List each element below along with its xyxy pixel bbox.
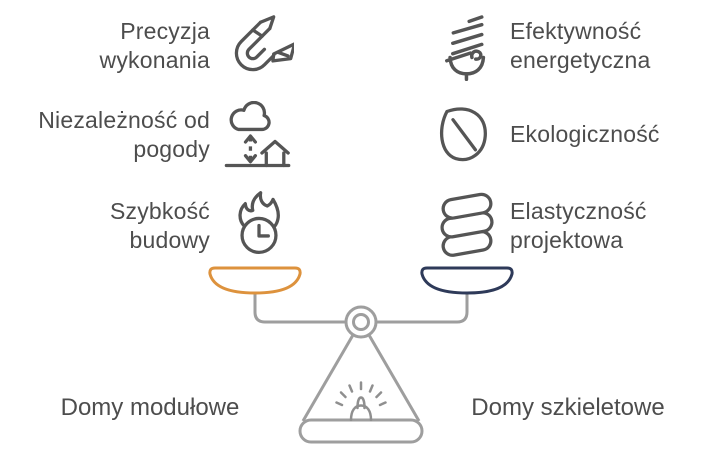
feature-line: wykonania xyxy=(99,47,210,73)
leaf-icon xyxy=(430,100,500,170)
scale-pivot-inner xyxy=(352,313,370,331)
feature-line: Szybkość xyxy=(109,198,210,224)
feature-elastycznosc-projektowa-label: Elastyczność projektowa xyxy=(510,197,647,255)
left-side-label: Domy modułowe xyxy=(60,394,240,421)
balance-scale xyxy=(195,258,527,453)
feature-line: energetyczna xyxy=(510,47,651,73)
feature-line: Ekologiczność xyxy=(510,121,660,147)
weather-independence-icon xyxy=(222,101,292,171)
feature-line: pogody xyxy=(133,136,210,162)
feature-line: Niezależność od xyxy=(38,107,210,133)
feature-line: projektowa xyxy=(510,227,624,253)
scale-base xyxy=(298,418,424,444)
energy-saving-bulb-icon xyxy=(432,11,502,81)
feature-szybkosc-budowy-label: Szybkość budowy xyxy=(110,197,210,255)
feature-line: Elastyczność xyxy=(510,198,647,224)
precision-tool-icon xyxy=(224,12,294,82)
scale-leg-right xyxy=(367,334,421,422)
spring-flexibility-icon xyxy=(432,192,502,262)
feature-ekologicznosc-label: Ekologiczność xyxy=(510,120,660,149)
scale-gauge-ornament xyxy=(335,381,387,422)
scale-right-pan xyxy=(420,266,514,295)
build-speed-flame-clock-icon xyxy=(224,190,294,260)
scale-leg-left xyxy=(301,334,355,422)
feature-line: budowy xyxy=(129,227,210,253)
feature-precyzja-wykonania-label: Precyzja wykonania xyxy=(100,17,210,75)
feature-efektywnosc-energetyczna-label: Efektywność energetyczna xyxy=(510,17,651,75)
right-side-label: Domy szkieletowe xyxy=(471,394,665,421)
scale-left-pan xyxy=(208,266,302,295)
feature-line: Efektywność xyxy=(510,18,642,44)
feature-line: Precyzja xyxy=(120,18,210,44)
feature-niezaleznosc-od-pogody-label: Niezależność od pogody xyxy=(38,106,210,164)
